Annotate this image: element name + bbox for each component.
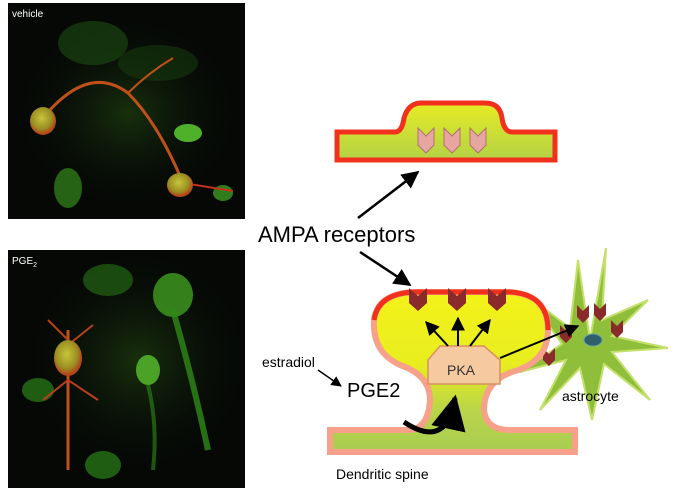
- estradiol-label: estradiol: [262, 354, 315, 370]
- dendritic-spine-label: Dendritic spine: [336, 466, 429, 482]
- upper-receptor-3: [469, 126, 487, 154]
- vehicle-label: vehicle: [12, 9, 44, 20]
- upper-receptor-1: [417, 126, 435, 154]
- astro-receptor-2: [594, 303, 606, 321]
- astrocyte-label: astrocyte: [562, 388, 619, 404]
- pge2-label-subscript: 2: [33, 262, 38, 269]
- pge2-micrograph: PGE2: [8, 250, 245, 488]
- pge2-label-diagram: PGE2: [347, 380, 401, 402]
- spine-receptor-1: [409, 288, 427, 311]
- pge2-micrograph-image: [22, 250, 245, 479]
- pge2-label: PGE2: [12, 256, 37, 269]
- pka-arrow-left: [425, 320, 449, 347]
- pka-arrow-right: [469, 318, 491, 347]
- spine-receptors: [409, 288, 506, 311]
- astro-receptor-4: [543, 348, 555, 366]
- vehicle-micrograph: vehicle: [8, 3, 245, 219]
- ampa-arrow-down: [359, 250, 412, 287]
- pka-box: [427, 345, 501, 385]
- ampa-arrow-up: [357, 170, 420, 219]
- ampa-receptors-label: AMPA receptors: [258, 222, 416, 247]
- pge2-label-text: PGE: [12, 256, 34, 267]
- upper-receptors: [417, 126, 487, 154]
- spine-receptor-3: [488, 288, 506, 311]
- pge2-to-pka-arrow: [402, 394, 466, 435]
- astro-receptor-5: [611, 320, 623, 338]
- astrocyte-nucleus: [583, 333, 603, 347]
- estradiol-arrow: [317, 369, 342, 387]
- vehicle-micrograph-image: [18, 18, 238, 208]
- pka-arrows: [425, 316, 580, 359]
- pka-arrow-astrocyte: [499, 324, 580, 359]
- upper-receptor-2: [443, 126, 461, 154]
- pka-label: PKA: [447, 362, 476, 378]
- astro-receptor-1: [577, 305, 589, 323]
- spine-receptor-2: [448, 288, 466, 311]
